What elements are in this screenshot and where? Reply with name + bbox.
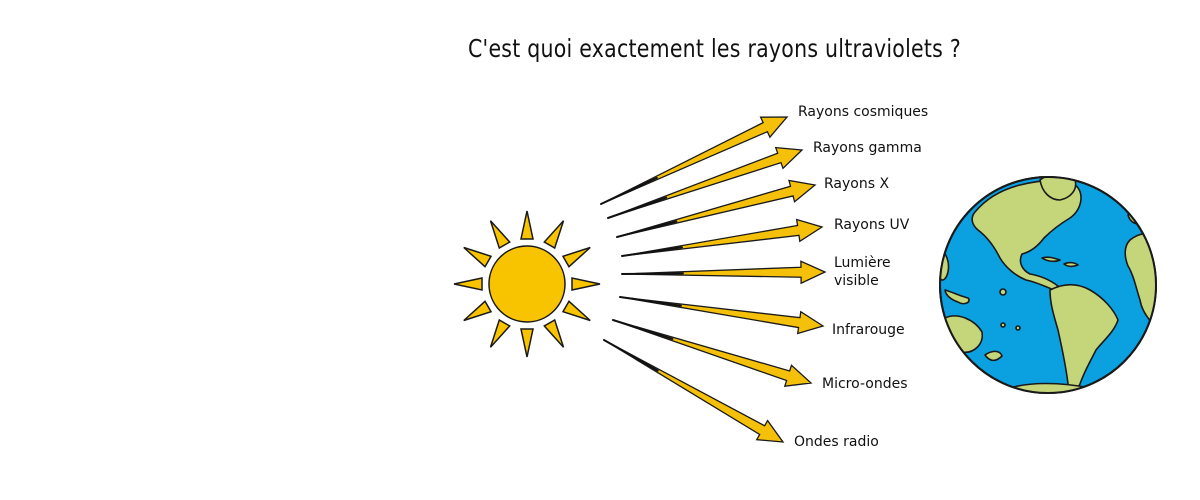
earth-globe-icon [939,176,1157,394]
ray-label-infrared: Infrarouge [832,322,905,338]
sun-ray-spike [453,277,483,291]
sun-ray-spike [463,246,493,268]
ray-arrow-5 [619,296,825,335]
sun-ray-spike [489,220,511,250]
sun-ray-spike [561,300,591,322]
ray-label-visible-light: Lumière visible [834,254,891,290]
ray-label-visible-line2: visible [834,273,879,289]
ray-label-uv: Rayons UV [834,217,910,233]
sun-ray-spike [463,300,493,322]
ray-arrow-tail [619,296,682,307]
sun-ray-spike [543,318,565,348]
sun-ray-spike [520,328,534,358]
ray-arrow-3 [621,218,824,257]
sun-ray-spike [489,318,511,348]
ray-arrow-2 [616,179,817,238]
ray-label-cosmic: Rayons cosmiques [798,104,929,120]
ray-arrows [600,116,827,443]
ray-label-radio: Ondes radio [794,434,879,450]
ray-arrow-tail [621,272,684,275]
ray-label-visible-line1: Lumière [834,255,891,271]
ray-label-microwaves: Micro-ondes [822,376,908,392]
ray-arrow-tail [616,220,678,238]
sun-ray-spike [543,220,565,250]
ray-label-xray: Rayons X [824,176,890,192]
sun-ray-spike [571,277,601,291]
ray-arrow-tail [603,339,659,372]
ray-arrow-tail [607,196,668,219]
sun-ray-spike [520,210,534,240]
sun-icon [453,210,601,358]
ray-arrow-tail [621,246,683,257]
ray-label-gamma: Rayons gamma [813,140,922,156]
ray-arrow-4 [621,260,827,285]
ray-arrow-tail [612,319,674,340]
sun-ray-spike [561,246,591,268]
ray-arrow-tail [600,176,658,205]
